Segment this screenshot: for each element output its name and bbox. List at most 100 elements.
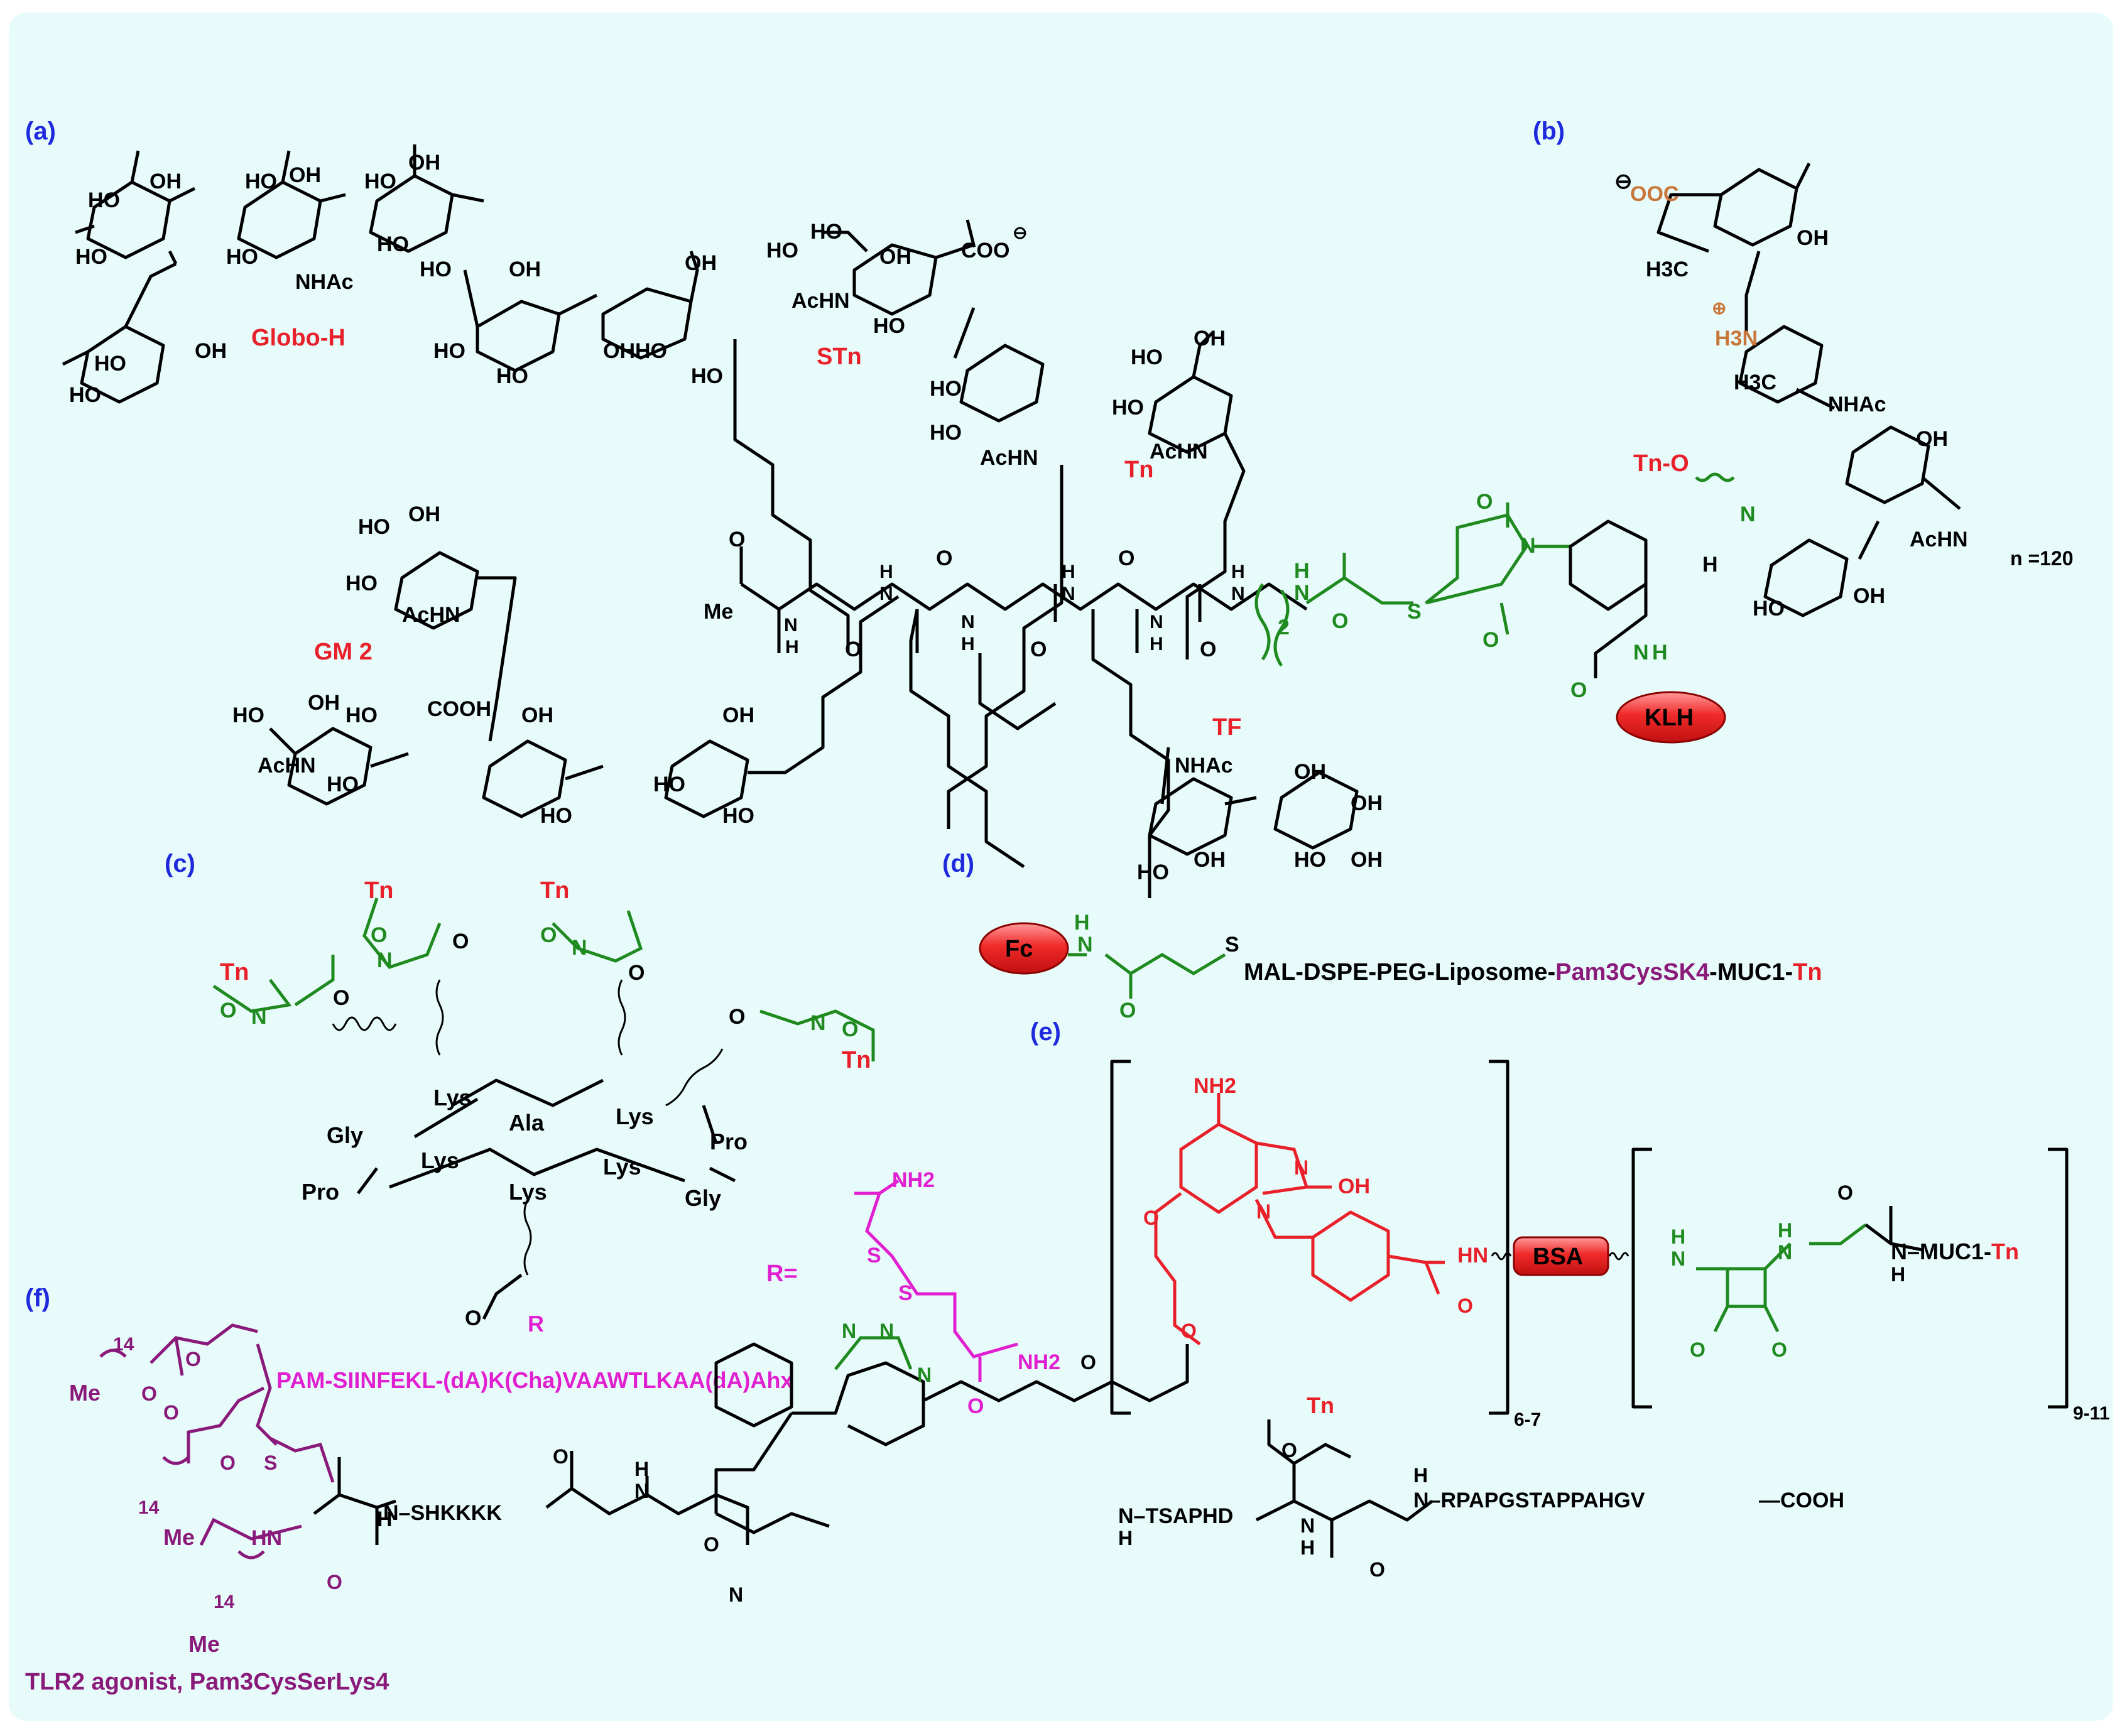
- gm2-ho-8: HO: [722, 804, 754, 828]
- c-r-group: R: [528, 1311, 544, 1337]
- b-oh-3: OH: [1853, 584, 1885, 608]
- f-me-3: Me: [188, 1631, 220, 1657]
- gm2-ho-6: HO: [540, 804, 572, 828]
- panel-label-f: (f): [25, 1284, 50, 1312]
- c-o-8: O: [729, 1005, 745, 1029]
- tn-oh-1: OH: [1194, 327, 1226, 350]
- f-n-1: N: [634, 1480, 649, 1502]
- b-plus: ⊕: [1712, 298, 1726, 318]
- panel-label-e: (e): [1030, 1018, 1061, 1046]
- f-o-3: O: [163, 1401, 179, 1424]
- f-pam3cys: [99, 1323, 335, 1560]
- globo-ho-6: HO: [377, 232, 409, 256]
- globo-ho-10: HO: [691, 364, 723, 388]
- globo-ho-1: HO: [88, 188, 120, 212]
- c-tn-4: Tn: [842, 1047, 871, 1073]
- f-h-3: H: [1118, 1527, 1133, 1549]
- e-n-2: N: [1256, 1200, 1271, 1223]
- globo-h-structure: [62, 144, 850, 653]
- maleimide-linker: [1254, 502, 1648, 678]
- gm2-oh-4: OH: [722, 703, 754, 727]
- tf-oh-2: OH: [1351, 791, 1383, 815]
- c-pro-1: Pro: [710, 1129, 748, 1154]
- globo-oh-6: OH: [195, 339, 227, 363]
- tf-oh-4: OH: [1351, 848, 1383, 872]
- e-o-3: O: [1457, 1294, 1473, 1317]
- linker-n-3: N: [1633, 641, 1649, 665]
- f-h-1: H: [377, 1507, 393, 1531]
- f-tsaphd: N–TSAPHD: [1118, 1504, 1233, 1528]
- b-wavy: [1695, 472, 1735, 482]
- c-o-10: O: [967, 1394, 984, 1418]
- pep-n-5: N: [1150, 612, 1163, 632]
- d-o: O: [1119, 999, 1136, 1023]
- c-lys-5: Lys: [509, 1179, 547, 1205]
- pep-n-6: N: [1231, 583, 1245, 604]
- c-o-9: O: [465, 1306, 481, 1330]
- tf-nhac: NHAc: [1175, 754, 1233, 778]
- dendrimer-c: [212, 898, 875, 1320]
- pep-h-1: H: [785, 637, 799, 658]
- pep-n-4: N: [1062, 583, 1075, 604]
- f-14-3: 14: [214, 1592, 235, 1612]
- c-o-7: O: [333, 986, 349, 1010]
- stn-ho-2: HO: [810, 220, 842, 244]
- bsa-box: [1513, 1236, 1609, 1276]
- c-tn-3: Tn: [220, 959, 249, 985]
- globo-ho-8: HO: [433, 339, 465, 363]
- c-lys-1: Lys: [433, 1085, 472, 1110]
- gm2-oh-1: OH: [408, 502, 440, 526]
- e-tlr7-agonist: [1154, 1093, 1445, 1345]
- tn-structure-a: [1148, 332, 1246, 659]
- c-o-1: O: [371, 923, 387, 947]
- gm2-structure: [269, 551, 900, 818]
- e-o-5: O: [1771, 1338, 1787, 1361]
- f-s: S: [264, 1451, 277, 1474]
- c-lys-3: Lys: [421, 1147, 459, 1173]
- linker-o-3: O: [1482, 628, 1499, 652]
- e-bracket-1-right: [1489, 1060, 1510, 1415]
- c-s-1: S: [867, 1244, 881, 1267]
- f-o-10: O: [1369, 1558, 1385, 1581]
- peptide-backbone: [739, 546, 1308, 898]
- e-n-4: N: [1778, 1241, 1792, 1264]
- klh-label: KLH: [1645, 705, 1694, 731]
- f-shkkkk: N–SHKKKK: [383, 1501, 502, 1525]
- b-achn: AcHN: [1910, 528, 1968, 551]
- c-n-4: N: [810, 1011, 826, 1035]
- stn-ho-5: HO: [930, 421, 962, 445]
- c-gly-2: Gly: [685, 1185, 721, 1211]
- f-h-4: H: [1300, 1536, 1315, 1559]
- e-wavy-1: [1491, 1252, 1512, 1261]
- e-squaramide: [1696, 1206, 1923, 1333]
- stn-achn-1: AcHN: [792, 289, 850, 313]
- globo-ho-11: HO: [94, 352, 126, 376]
- gm2-ho-5: HO: [327, 773, 359, 796]
- stn-achn-2: AcHN: [980, 446, 1038, 470]
- f-o-8: O: [1080, 1351, 1096, 1374]
- c-n-1: N: [377, 948, 393, 972]
- e-bracket-2-left: [1631, 1147, 1652, 1409]
- panel-label-a: (a): [25, 117, 56, 145]
- b-ho: HO: [1753, 597, 1785, 621]
- e-sub-911: 9-11: [2073, 1403, 2109, 1424]
- globo-ohho: OHHO: [603, 339, 667, 363]
- f-n-green-3: N: [917, 1364, 932, 1386]
- tn-label-a: Tn: [1124, 457, 1153, 483]
- f-tn: Tn: [1307, 1392, 1334, 1418]
- b-n: N: [1740, 502, 1756, 526]
- f-me-2: Me: [163, 1524, 195, 1550]
- tn-achn: AcHN: [1150, 440, 1208, 464]
- c-peptide: PAM-SIINFEKL-(dA)K(Cha)VAAWTLKAA(dA)Ahx: [276, 1367, 793, 1393]
- b-tn-o: Tn-O: [1633, 450, 1689, 477]
- pep-o-6: O: [1200, 637, 1216, 661]
- e-h-1: H: [1671, 1225, 1685, 1248]
- linker-sub2: 2: [1278, 616, 1290, 639]
- gm2-oh-2: OH: [308, 691, 340, 715]
- pep-o-3: O: [936, 546, 952, 570]
- stn-structure: [823, 219, 1064, 829]
- globo-ho-5: HO: [364, 170, 396, 193]
- pep-o-5: O: [1118, 546, 1134, 570]
- f-tlr-label: TLR2 agonist, Pam3CysSerLys4: [25, 1669, 389, 1695]
